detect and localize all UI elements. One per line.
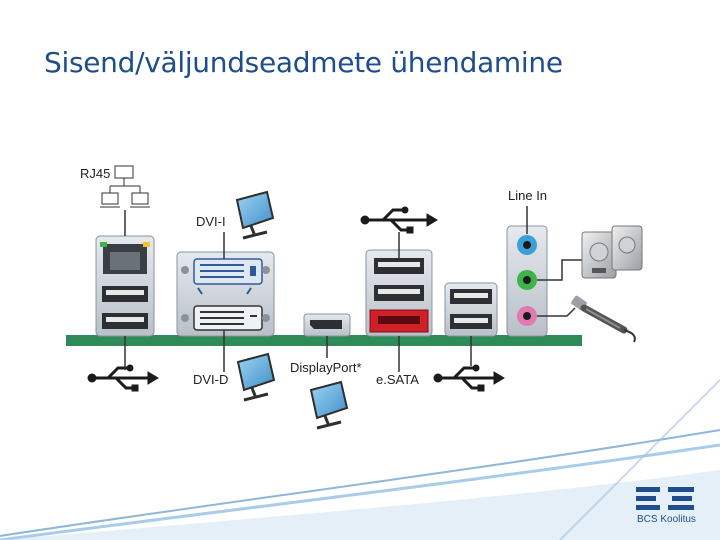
dvi-connector-block	[176, 251, 275, 337]
label-line-in: Line In	[508, 188, 547, 203]
network-icon	[100, 165, 150, 208]
monitor-icon-displayport	[309, 380, 349, 430]
slide-title: Sisend/väljundseadmete ühendamine	[44, 46, 563, 79]
label-dvi-i: DVI-I	[196, 214, 226, 229]
label-dvi-d: DVI-D	[193, 372, 228, 387]
displayport-connector	[303, 313, 351, 337]
monitor-icon-dvi-i	[235, 190, 275, 240]
motherboard-strip	[66, 335, 582, 346]
usb-stack-right	[444, 282, 498, 337]
usb-esata-stack	[365, 249, 433, 337]
speakers-icon	[581, 225, 643, 279]
monitor-icon-dvi-d	[236, 352, 276, 402]
rj45-usb-stack	[95, 235, 155, 337]
label-displayport: DisplayPort*	[290, 360, 362, 375]
label-rj45: RJ45	[80, 166, 110, 181]
audio-jacks	[506, 225, 548, 337]
microphone-icon	[571, 295, 636, 343]
usb-icon-top	[360, 206, 438, 234]
logo-text: BCS Koolitus	[637, 514, 696, 525]
usb-icon-bottom-right	[433, 364, 505, 392]
label-esata: e.SATA	[376, 372, 419, 387]
bcs-logo-icon	[636, 487, 694, 510]
